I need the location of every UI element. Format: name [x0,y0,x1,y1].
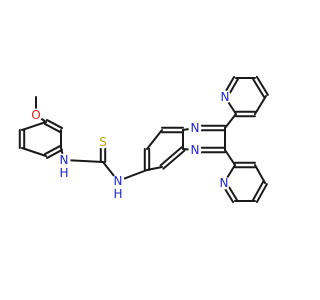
bond [252,78,266,99]
pyridine-bottom-nitrogen-background [217,176,231,190]
bond [255,183,268,204]
bond [224,113,237,129]
bond [21,147,47,157]
methoxy-oxygen-label: O [31,108,40,122]
bond [46,119,64,130]
quinoxaline-n1-background [188,121,202,135]
bond [252,180,265,201]
pyridine-bottom-nitrogen-label: N [220,176,229,190]
bond [159,146,183,167]
bond [146,129,163,150]
bond [146,166,163,171]
bond [63,159,104,163]
bond [254,95,267,115]
quinoxaline-amine-hydrogen-background [111,187,125,201]
quinoxaline-amine-hydrogen-label: H [113,187,122,201]
quinoxaline-amine-nitrogen-label: N [114,174,123,188]
quinoxaline-n4-background [188,143,202,157]
aryl-amine-hydrogen-label: H [59,166,68,180]
quinoxaline-n4-label: N [191,143,200,157]
bond [43,145,61,156]
thiourea-sulfur-label: S [99,135,107,149]
bond [43,122,61,133]
bond [21,121,47,131]
bond [255,75,269,96]
pyridine-top-nitrogen-label: N [221,90,230,104]
aryl-amine-hydrogen-background [57,166,71,180]
quinoxaline-n1-label: N [191,121,200,135]
aryl-amine-nitrogen-label: N [60,153,69,167]
bond [254,164,266,184]
aryl-amine-nitrogen-background [57,153,71,167]
bond [46,148,64,159]
bond [162,149,186,170]
quinoxaline-amine-nitrogen-background [111,174,125,188]
pyridine-top-nitrogen-background [218,90,232,104]
bond [224,149,236,166]
methoxy-oxygen-background [29,108,43,122]
thiourea-sulfur-background [96,135,110,149]
